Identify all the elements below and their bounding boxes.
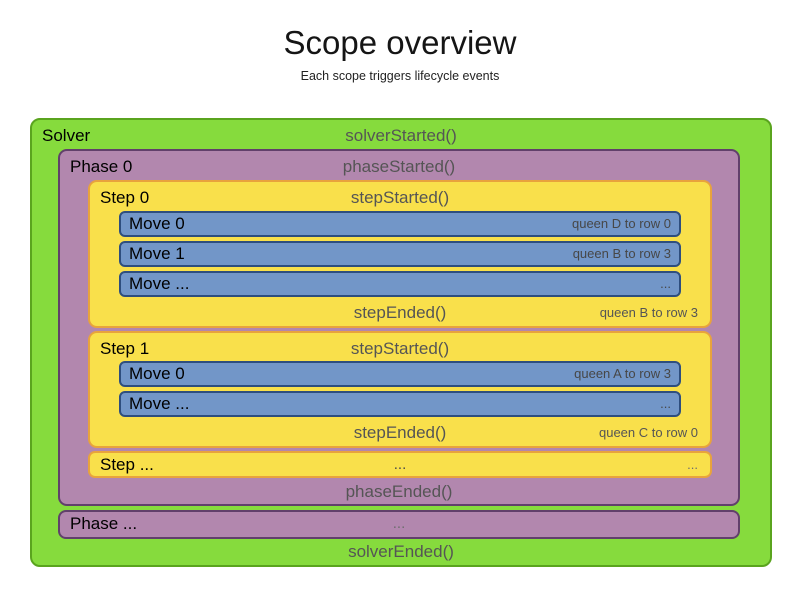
step-0-scope-box: Step 0 stepStarted() Move 0 queen D to r… — [88, 180, 712, 328]
step-started-event: stepStarted() — [350, 188, 450, 207]
phase-more-center-dots: ... — [392, 515, 406, 532]
step-more-center-dots: ... — [393, 456, 407, 473]
step-1-label: Step 1 — [100, 339, 150, 358]
step-ended-event: stepEnded() — [353, 423, 447, 442]
phase-0-header-row: Phase 0 phaseStarted() — [60, 151, 738, 182]
step-1-header-row: Step 1 stepStarted() — [90, 333, 710, 364]
phase-more-label: Phase ... — [70, 514, 138, 533]
solver-scope-box: Solver solverStarted() Phase 0 phaseStar… — [30, 118, 772, 567]
move-row: Move ... ... — [119, 391, 681, 417]
step-1-scope-box: Step 1 stepStarted() Move 0 queen A to r… — [88, 331, 712, 448]
move-note: ... — [660, 276, 671, 291]
step-more-scope-box: Step ... ... ... — [88, 451, 712, 478]
move-row: Move 1 queen B to row 3 — [119, 241, 681, 267]
phase-ended-event: phaseEnded() — [345, 482, 453, 501]
move-note: queen B to row 3 — [572, 246, 671, 261]
move-label: Move 0 — [129, 214, 185, 233]
step-1-footer-row: stepEnded() queen C to row 0 — [90, 417, 710, 448]
step-0-header-row: Step 0 stepStarted() — [90, 182, 710, 213]
move-row: Move 0 queen D to row 0 — [119, 211, 681, 237]
step-ended-note: queen B to row 3 — [599, 305, 698, 320]
step-ended-note: queen C to row 0 — [598, 425, 698, 440]
solver-footer-row: solverEnded() — [32, 538, 770, 566]
phase-0-scope-box: Phase 0 phaseStarted() Step 0 stepStarte… — [58, 149, 740, 506]
move-label: Move 1 — [129, 244, 185, 263]
page-subtitle: Each scope triggers lifecycle events — [300, 69, 500, 83]
phase-more-scope-box: Phase ... ... — [58, 510, 740, 539]
phase-0-footer-row: phaseEnded() — [60, 478, 738, 506]
step-more-row: Step ... ... ... — [90, 453, 710, 478]
phase-started-event: phaseStarted() — [342, 157, 456, 176]
move-label: Move ... — [129, 394, 190, 413]
move-note: queen A to row 3 — [574, 366, 671, 381]
solver-started-event: solverStarted() — [345, 126, 457, 145]
phase-more-row: Phase ... ... — [60, 512, 738, 537]
solver-ended-event: solverEnded() — [348, 542, 454, 561]
step-more-right-dots: ... — [687, 457, 698, 472]
step-ended-event: stepEnded() — [353, 303, 447, 322]
move-row: Move ... ... — [119, 271, 681, 297]
move-label: Move ... — [129, 274, 190, 293]
step-0-footer-row: stepEnded() queen B to row 3 — [90, 297, 710, 328]
move-row: Move 0 queen A to row 3 — [119, 361, 681, 387]
move-note: queen D to row 0 — [571, 216, 671, 231]
solver-header-row: Solver solverStarted() — [32, 120, 770, 151]
step-more-label: Step ... — [100, 455, 154, 474]
phase-0-label: Phase 0 — [70, 157, 133, 176]
step-0-label: Step 0 — [100, 188, 150, 207]
move-label: Move 0 — [129, 364, 185, 383]
page-title: Scope overview — [283, 24, 517, 61]
move-note: ... — [660, 396, 671, 411]
step-started-event: stepStarted() — [350, 339, 450, 358]
solver-label: Solver — [42, 126, 91, 145]
